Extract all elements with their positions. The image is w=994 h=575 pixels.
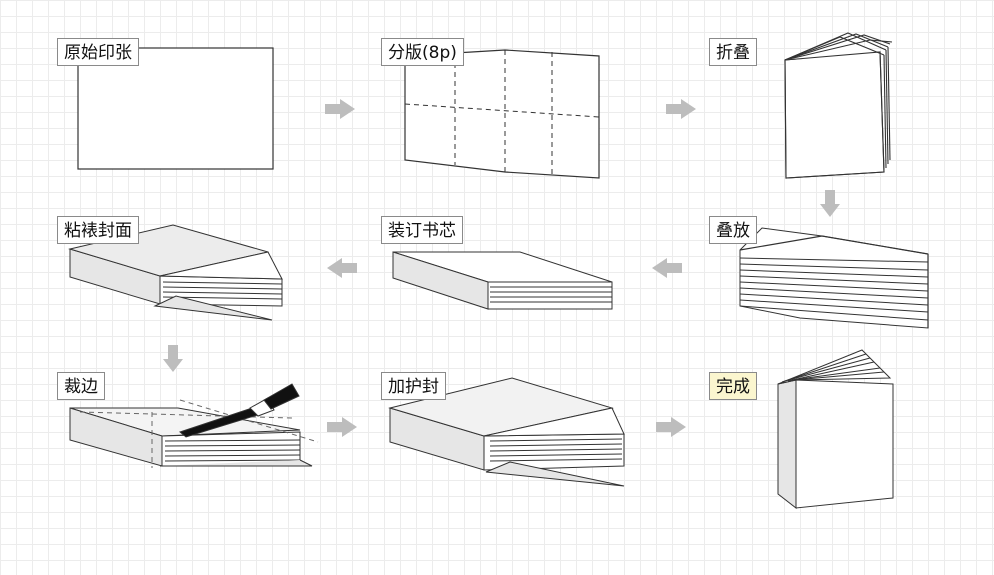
finished-book-illustration	[777, 349, 894, 510]
arrow-left-icon	[327, 258, 357, 278]
original-sheet-illustration	[77, 47, 274, 170]
arrow-left-icon	[652, 258, 682, 278]
arrow-right-icon	[656, 417, 686, 437]
imposition-sheet-illustration	[404, 49, 600, 179]
step-label-original-sheet: 原始印张	[57, 38, 139, 66]
arrow-right-icon	[325, 99, 355, 119]
step-label-stacking: 叠放	[709, 216, 757, 244]
step-label-trimming: 裁边	[57, 372, 105, 400]
folded-signature-illustration	[784, 32, 893, 179]
step-label-add-jacket: 加护封	[381, 372, 446, 400]
arrow-right-icon	[666, 99, 696, 119]
book-block-illustration	[392, 251, 613, 310]
arrow-down-icon	[820, 190, 840, 217]
step-label-glue-cover: 粘裱封面	[57, 216, 139, 244]
step-label-finished: 完成	[709, 372, 757, 400]
step-label-imposition: 分版(8p)	[381, 38, 464, 66]
step-label-binding-block: 装订书芯	[381, 216, 463, 244]
dust-jacket-illustration	[388, 377, 625, 487]
stacked-signatures-illustration	[739, 227, 929, 329]
step-label-folding: 折叠	[709, 38, 757, 66]
trimming-illustration	[69, 383, 319, 468]
arrow-down-icon	[163, 345, 183, 372]
arrow-right-icon	[327, 417, 357, 437]
